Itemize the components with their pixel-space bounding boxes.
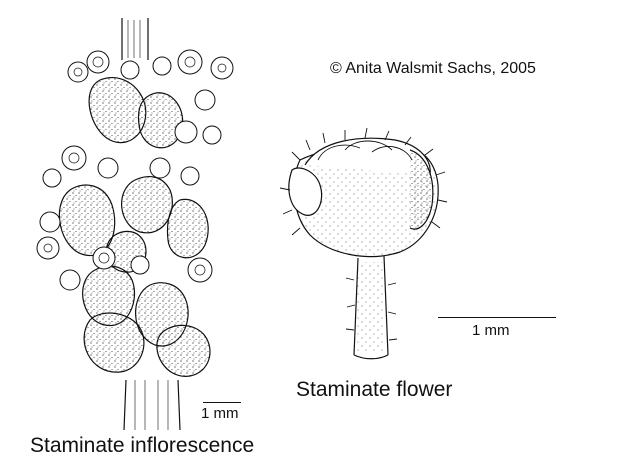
staminate-flower-caption: Staminate flower [296,378,453,401]
inflorescence-scale-bar [203,402,241,403]
flower-scale-bar [438,317,556,318]
staminate-inflorescence-caption: Staminate inflorescence [30,434,255,457]
inflorescence-scale-label: 1 mm [201,405,239,422]
copyright-notice: © Anita Walsmit Sachs, 2005 [330,60,536,77]
flower-scale-label: 1 mm [472,322,510,339]
